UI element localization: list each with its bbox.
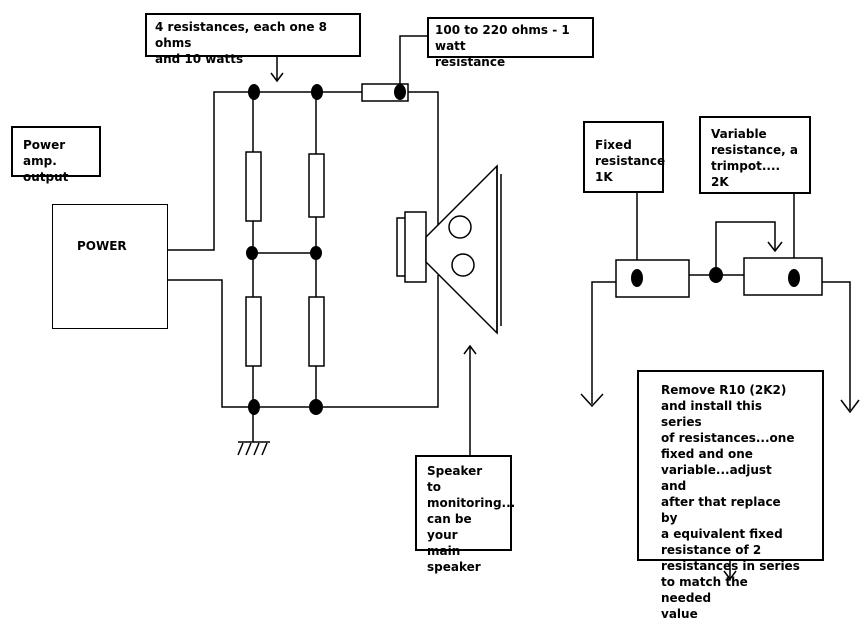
wire-left-output [591,281,616,404]
wiper-arrow-head [767,241,783,253]
arrow-speaker-head [463,344,477,355]
power-block: POWER [52,204,168,329]
label-series-resistor: 100 to 220 ohms - 1 watt resistance [427,17,594,69]
wire-right-output [822,281,851,410]
label-power-amp-output: Power amp. output [11,126,101,184]
label-resistor-bank: 4 resistances, each one 8 ohms and 10 wa… [145,13,361,66]
wire-power-bottom [168,275,439,408]
arrow-instructions-head [723,570,737,581]
resistor-fixed-1k [615,259,690,298]
node-mid-right [310,246,322,260]
resistor-right-top [308,153,325,218]
resistor-left-top [245,151,262,222]
node-trimpot [788,269,800,287]
node-fixed-resistor [631,269,643,287]
speaker-circle-top [448,215,472,239]
arrow-resistor-bank-head [270,72,284,83]
trimpot-2k [743,257,823,296]
label-fixed-resistance: Fixed resistance 1K [583,121,665,193]
resistor-right-bottom [308,296,325,367]
speaker-circle-bottom [451,253,475,277]
power-block-label: POWER [77,239,127,253]
wire-series-label-pointer [399,35,427,92]
resistor-left-bottom [245,296,262,367]
label-variable-resistance: Variable resistance, a trimpot.... 2K [699,116,811,194]
speaker-body [404,211,427,283]
label-instructions: Remove R10 (2K2) and install this series… [637,370,824,621]
speaker-cone [425,164,498,335]
node-series-junction [394,84,406,100]
schematic-drawing [168,35,860,581]
arrow-left-output [580,393,604,408]
node-bottom-right [309,399,323,415]
label-speaker-note: Speaker to monitoring... can be your mai… [415,455,515,574]
arrow-right-output [840,399,860,414]
wire-power-top [168,91,439,251]
node-bottom-left [248,399,260,415]
node-mid-left [246,246,258,260]
node-series-link [709,267,723,283]
wire-wiper-loop [715,221,776,275]
node-top-right [311,84,323,100]
circuit-diagram: 4 resistances, each one 8 ohms and 10 wa… [11,13,860,621]
node-top-left [248,84,260,100]
